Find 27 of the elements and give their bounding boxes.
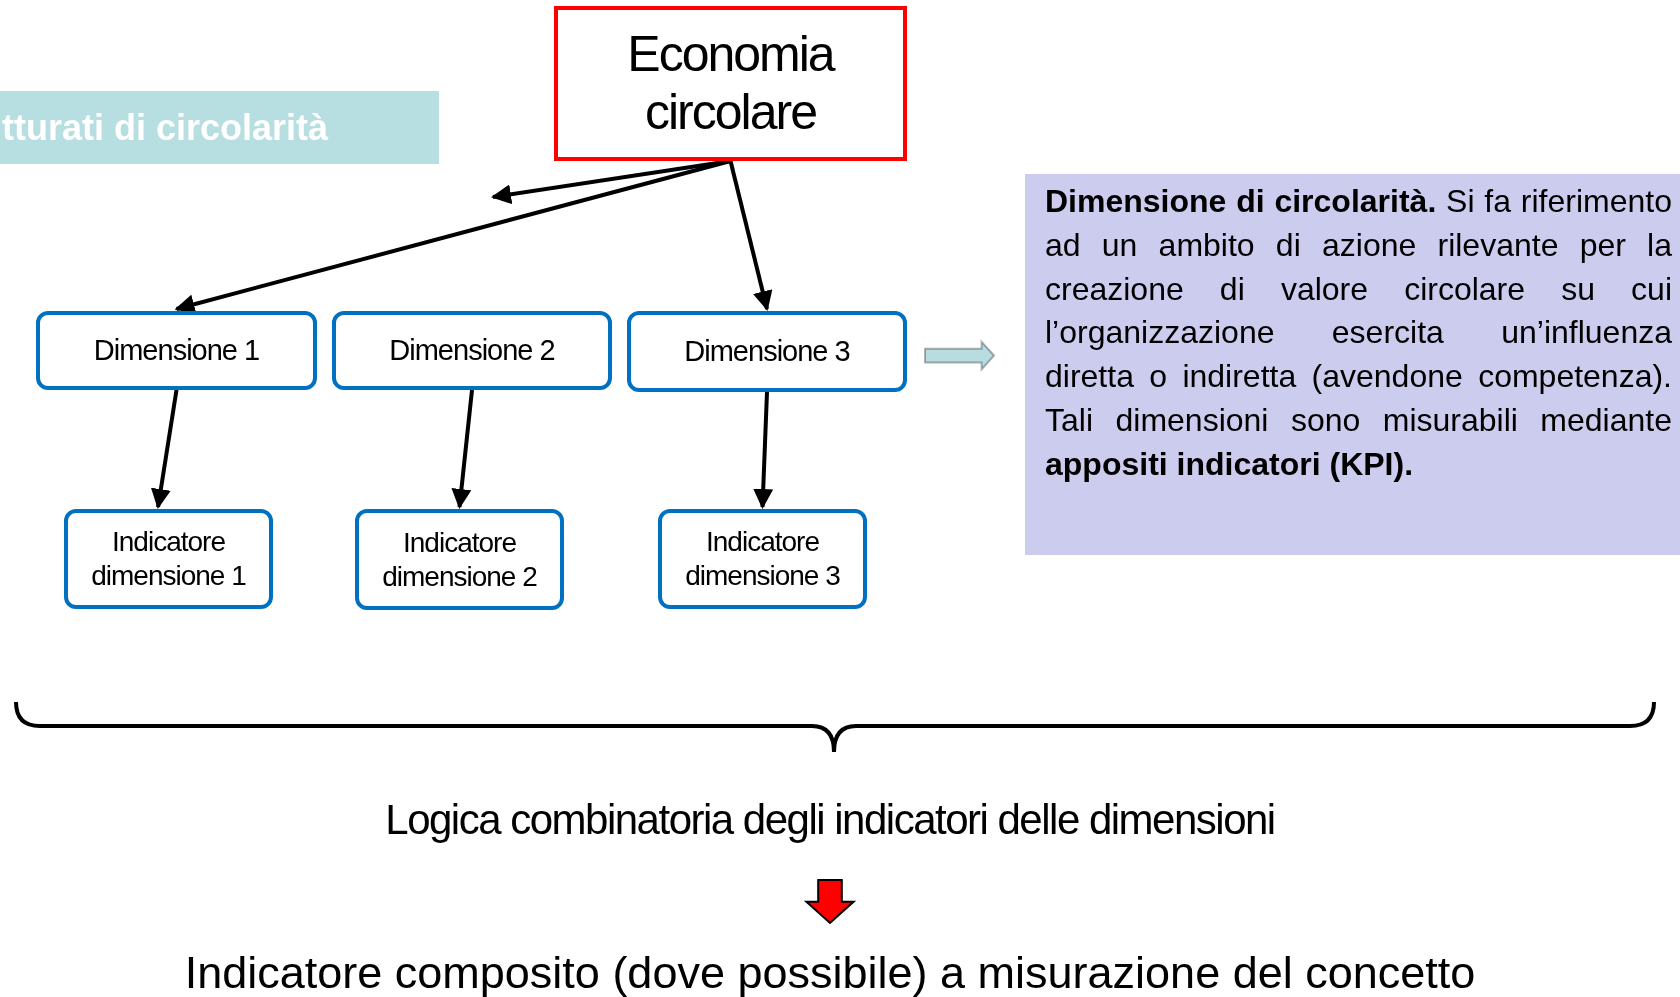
concept-box [554, 6, 907, 161]
result-text: Indicatore composito (dove possibile) a misurazione del concetto [184, 947, 1476, 997]
box-label: Dimensione 2 [389, 333, 555, 368]
box-label: Dimensione 3 [684, 334, 850, 369]
box-label: Indicatore dimensione 3 [684, 525, 841, 593]
process-text: Logica combinatoria degli indicatori delle dimensioni [385, 796, 1275, 844]
box-label: Indicatore dimensione 2 [381, 525, 538, 594]
arrow [491, 159, 731, 205]
indicator-box [355, 509, 564, 610]
dimension-box [332, 311, 612, 390]
arrow [728, 160, 773, 311]
block-arrow [924, 339, 996, 372]
dimension-box [36, 311, 317, 390]
arrow [151, 389, 179, 509]
band-title: tturati di circolarità [2, 106, 329, 149]
arrow [451, 389, 474, 509]
arrow [753, 391, 774, 509]
box-title: Economia circolare [626, 26, 836, 141]
box-label: Dimensione 1 [93, 333, 260, 368]
box-label: Indicatore dimensione 1 [90, 525, 247, 593]
header-band [0, 91, 439, 164]
dimension-box [627, 311, 907, 392]
definition-text: Dimensione di circolarità. Si fa riferimento ad un ambito di azione rilevante per la creazione di valore circolare su cui l’organizzazione esercita un’influenza diretta o indiretta (avendone competenza). Tali dimensioni sono misurabili mediante appositi indicatori (KPI). [1045, 182, 1672, 484]
block-arrow [803, 879, 857, 925]
definition-panel [1025, 174, 1680, 555]
indicator-box [658, 509, 867, 609]
indicator-box [64, 509, 273, 609]
